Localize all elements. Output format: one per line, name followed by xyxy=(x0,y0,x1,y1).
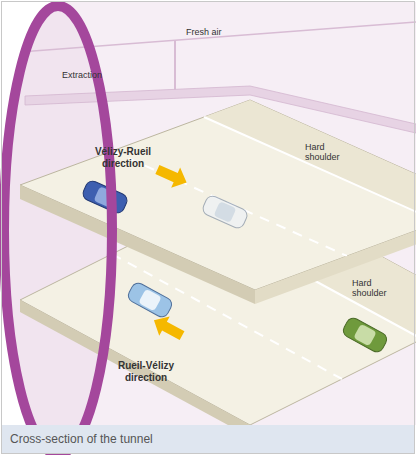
compartment-label: Extraction xyxy=(62,70,132,80)
car xyxy=(81,179,129,215)
lane-label: Hard shoulder xyxy=(305,142,351,163)
compartment-label: Fresh air xyxy=(186,27,246,37)
car xyxy=(126,281,174,320)
upper-hard-shoulder xyxy=(204,100,416,222)
caption-bar xyxy=(2,425,414,453)
direction-arrow xyxy=(153,159,191,192)
car-body xyxy=(126,281,174,320)
direction-label: Rueil-Vélizy direction xyxy=(108,360,184,383)
caption: Cross-section of the tunnel xyxy=(10,432,153,446)
car-roof xyxy=(353,324,376,347)
car-body xyxy=(201,194,249,230)
car-roof xyxy=(214,201,237,223)
car xyxy=(201,194,249,230)
upper-deck-edge xyxy=(20,185,255,304)
car xyxy=(341,316,389,355)
car-body xyxy=(341,316,389,355)
lower-deck-edge xyxy=(20,300,250,437)
compartment-wall xyxy=(174,40,176,92)
lane-marking xyxy=(112,151,347,256)
upper-deck-side xyxy=(255,205,416,304)
car-roof xyxy=(138,289,161,312)
direction-arrow xyxy=(149,311,188,346)
lane-label: Hard shoulder xyxy=(352,278,398,299)
car-body xyxy=(81,179,129,215)
direction-label: Vélizy-Rueil direction xyxy=(85,146,161,169)
